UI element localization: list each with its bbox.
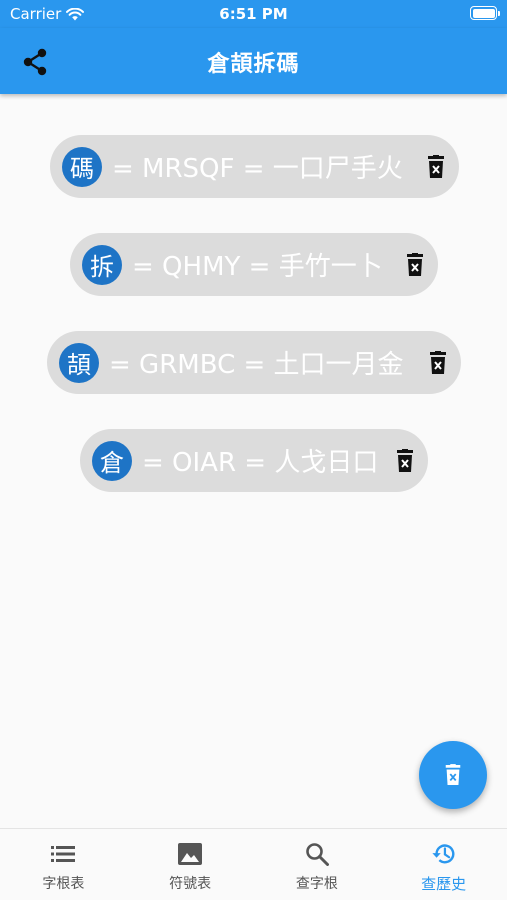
image-icon [178, 843, 203, 865]
nav-label: 查字根 [295, 876, 338, 892]
page-title: 倉頡拆碼 [207, 52, 300, 77]
status-time: 6:51 PM [219, 5, 288, 23]
delete-all-icon [445, 764, 461, 785]
history-chip[interactable]: 碼 = MRSQF = 一口尸手火 [50, 135, 459, 198]
decomposition-text: = MRSQF = 一口尸手火 [112, 154, 403, 184]
carrier-label: Carrier [10, 5, 62, 23]
nav-item-lookup[interactable]: 查字根 [254, 829, 381, 900]
wifi-icon [66, 7, 85, 20]
nav-item-radicals[interactable]: 字根表 [0, 829, 127, 900]
nav-label: 查歷史 [421, 875, 467, 893]
decomposition-text: = GRMBC = 土口一月金 [109, 350, 404, 380]
nav-label: 符號表 [169, 876, 212, 892]
delete-icon[interactable] [427, 351, 449, 375]
nav-label: 字根表 [42, 876, 85, 892]
decomposition-text: = QHMY = 手竹一卜 [132, 252, 383, 282]
nav-item-symbols[interactable]: 符號表 [127, 829, 254, 900]
char-avatar: 頡 [59, 342, 99, 383]
history-icon [432, 844, 455, 864]
delete-icon[interactable] [404, 253, 426, 277]
share-button[interactable] [18, 45, 52, 79]
delete-icon[interactable] [425, 155, 447, 179]
nav-item-history[interactable]: 查歷史 [380, 829, 507, 900]
delete-icon[interactable] [394, 449, 416, 473]
list-icon [51, 846, 76, 862]
history-chip[interactable]: 倉 = OIAR = 人戈日口 [80, 429, 428, 492]
battery-icon [470, 6, 500, 20]
search-icon [306, 843, 329, 866]
app-bar: 倉頡拆碼 [0, 28, 507, 94]
clear-history-fab[interactable] [419, 741, 487, 809]
status-bar: Carrier 6:51 PM [0, 0, 507, 28]
decomposition-text: = OIAR = 人戈日口 [142, 448, 379, 478]
char-avatar: 倉 [92, 440, 132, 481]
carrier-group: Carrier [10, 5, 85, 23]
char-avatar: 碼 [62, 146, 102, 187]
history-chip[interactable]: 拆 = QHMY = 手竹一卜 [70, 233, 438, 296]
bottom-nav: 字根表 符號表 查字根 查歷史 [0, 828, 507, 900]
history-chip[interactable]: 頡 = GRMBC = 土口一月金 [47, 331, 461, 394]
share-icon [23, 48, 47, 76]
char-avatar: 拆 [82, 244, 122, 285]
